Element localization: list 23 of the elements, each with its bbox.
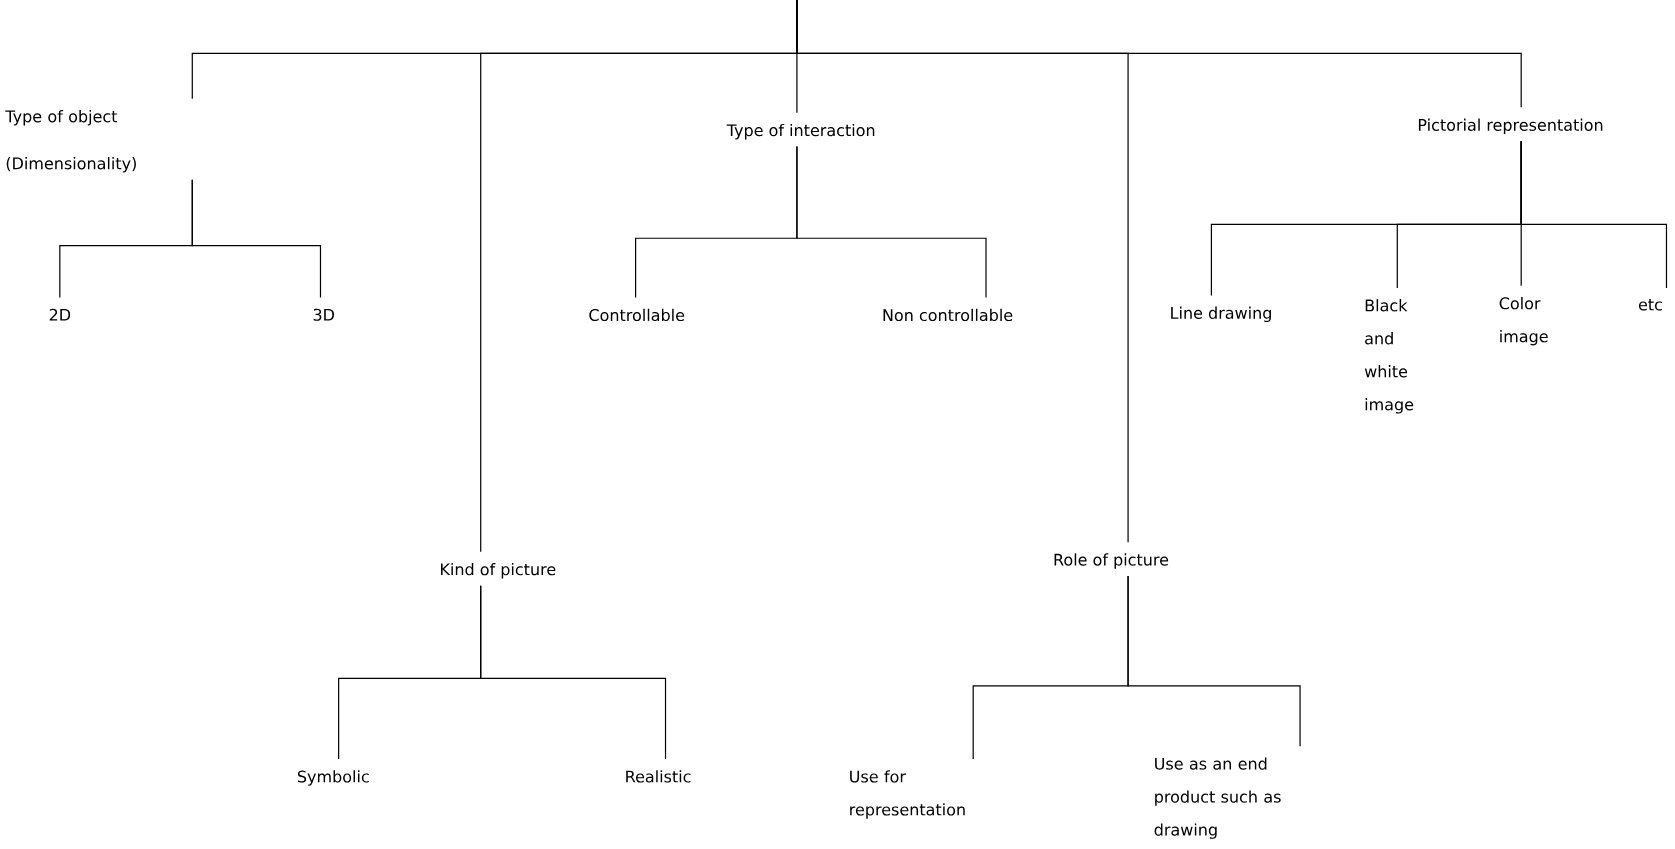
category-label: Type of object (Dimensionality)	[5, 110, 136, 173]
category-label: Kind of picture	[441, 562, 556, 579]
leaf-label: Line drawing	[1171, 306, 1271, 323]
connector	[1127, 575, 1301, 747]
connector	[796, 146, 987, 299]
leaf-label: Use as an end product such as drawing	[1154, 757, 1281, 839]
leaf-label: etc	[1638, 299, 1662, 311]
leaf-label: Controllable	[589, 308, 685, 322]
leaf-label: Color image	[1499, 297, 1548, 346]
leaf-label: Non controllable	[883, 308, 1013, 322]
leaf-label: Black and white image	[1364, 299, 1414, 414]
leaf-label: Use for representation	[850, 770, 965, 819]
category-label: Type of interaction	[726, 123, 875, 140]
leaf-label: Realistic	[626, 770, 691, 783]
leaf-label: Symbolic	[297, 770, 369, 786]
category-label: Pictorial representation	[1418, 118, 1603, 135]
category-label: Role of picture	[1054, 553, 1169, 569]
connector	[480, 585, 667, 760]
connector	[796, 0, 1522, 108]
leaf-label: 3D	[313, 308, 334, 321]
leaf-label: 2D	[49, 308, 71, 321]
connector	[191, 179, 322, 299]
connector	[1520, 140, 1668, 289]
